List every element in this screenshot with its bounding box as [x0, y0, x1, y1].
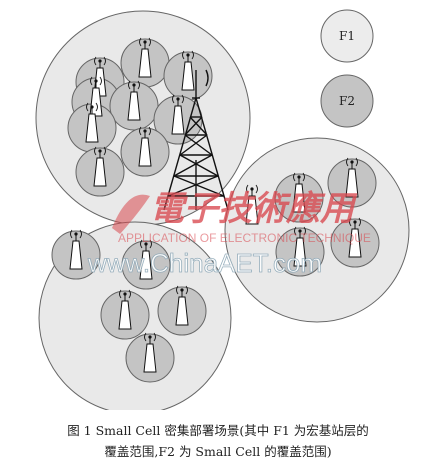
diagram-canvas: F1 F2: [35, 9, 410, 410]
legend-f2-label: F2: [339, 94, 355, 108]
macro-coverage-area-right: [224, 137, 410, 323]
deployment-diagram: F1 F2: [35, 9, 410, 410]
caption-line-2: 覆盖范围,F2 为 Small Cell 的覆盖范围): [104, 444, 332, 459]
legend-f1-label: F1: [339, 29, 355, 43]
small-cell-antenna-icon: [245, 184, 259, 225]
small-cell-antenna-icon: [292, 172, 306, 213]
small-cell-antenna-icon: [143, 332, 157, 373]
small-cell-antenna-icon: [127, 80, 141, 121]
watermark-logo-icon: [112, 194, 150, 234]
small-cell-antenna-icon: [138, 126, 152, 167]
small-cell-antenna-icon: [175, 285, 189, 326]
small-cell-antenna-icon: [69, 229, 83, 270]
antenna-layer: [69, 37, 362, 373]
watermark-url: www.ChinaAET.com: [87, 248, 322, 278]
watermark-sub-text: APPLICATION OF ELECTRONIC TECHNIQUE: [118, 231, 371, 245]
small-cell-antenna-icon: [181, 50, 195, 91]
small-cell-antenna-icon: [85, 102, 99, 143]
small-cell-antenna-icon: [93, 146, 107, 187]
small-cell-antenna-icon: [138, 37, 152, 78]
legend-f1-swatch: [320, 9, 374, 63]
small-cell-antenna-icon: [89, 76, 103, 117]
small-cell-antenna-icon: [293, 226, 307, 267]
watermark: 電子技術應用 APPLICATION OF ELECTRONIC TECHNIQ…: [87, 189, 371, 278]
small-cell-antenna-icon: [118, 289, 132, 330]
small-cell-antenna-icon: [345, 157, 359, 198]
watermark-logo-text: 電子技術應用: [150, 189, 358, 229]
legend-f2-swatch: [320, 74, 374, 128]
small-cell-antenna-icon: [348, 217, 362, 258]
caption-line-1: 图 1 Small Cell 密集部署场景(其中 F1 为宏基站层的: [67, 423, 369, 438]
small-cell-antenna-icon: [171, 94, 185, 135]
small-cell-antenna-icon: [139, 239, 153, 280]
figure-caption: 图 1 Small Cell 密集部署场景(其中 F1 为宏基站层的 覆盖范围,…: [0, 420, 436, 462]
